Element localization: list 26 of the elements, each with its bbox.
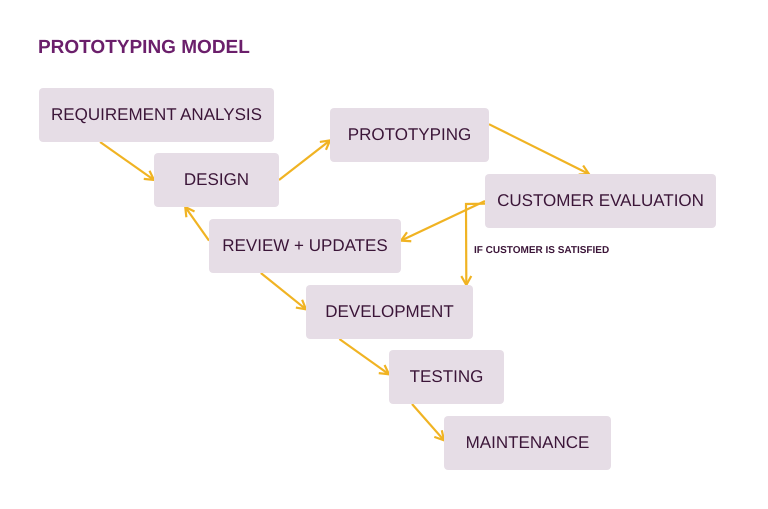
step-label: CUSTOMER EVALUATION [497, 190, 704, 212]
arrow [278, 139, 332, 181]
step-label: DESIGN [184, 169, 250, 192]
step-label: REVIEW + UPDATES [222, 235, 388, 258]
step-label: DEVELOPMENT [325, 301, 454, 324]
arrow [260, 272, 308, 310]
arrow [99, 141, 156, 182]
arrow [460, 202, 486, 286]
diagram-title: PROTOTYPING MODEL [38, 36, 250, 60]
process-box [154, 153, 279, 207]
process-box [306, 285, 473, 339]
arrow [488, 123, 590, 176]
process-box [39, 88, 274, 142]
process-box [209, 219, 401, 273]
arrow [411, 403, 446, 442]
step-label: TESTING [410, 366, 484, 388]
step-label: REQUIREMENT ANALYSIS [51, 104, 262, 126]
process-box [485, 174, 716, 228]
step-label: PROTOTYPING [348, 124, 472, 146]
arrow [400, 200, 486, 242]
arrow [338, 338, 390, 376]
arrow [184, 206, 210, 242]
step-label: MAINTENANCE [466, 432, 590, 454]
process-box [389, 350, 504, 404]
process-box [444, 416, 611, 470]
process-box [330, 108, 489, 162]
